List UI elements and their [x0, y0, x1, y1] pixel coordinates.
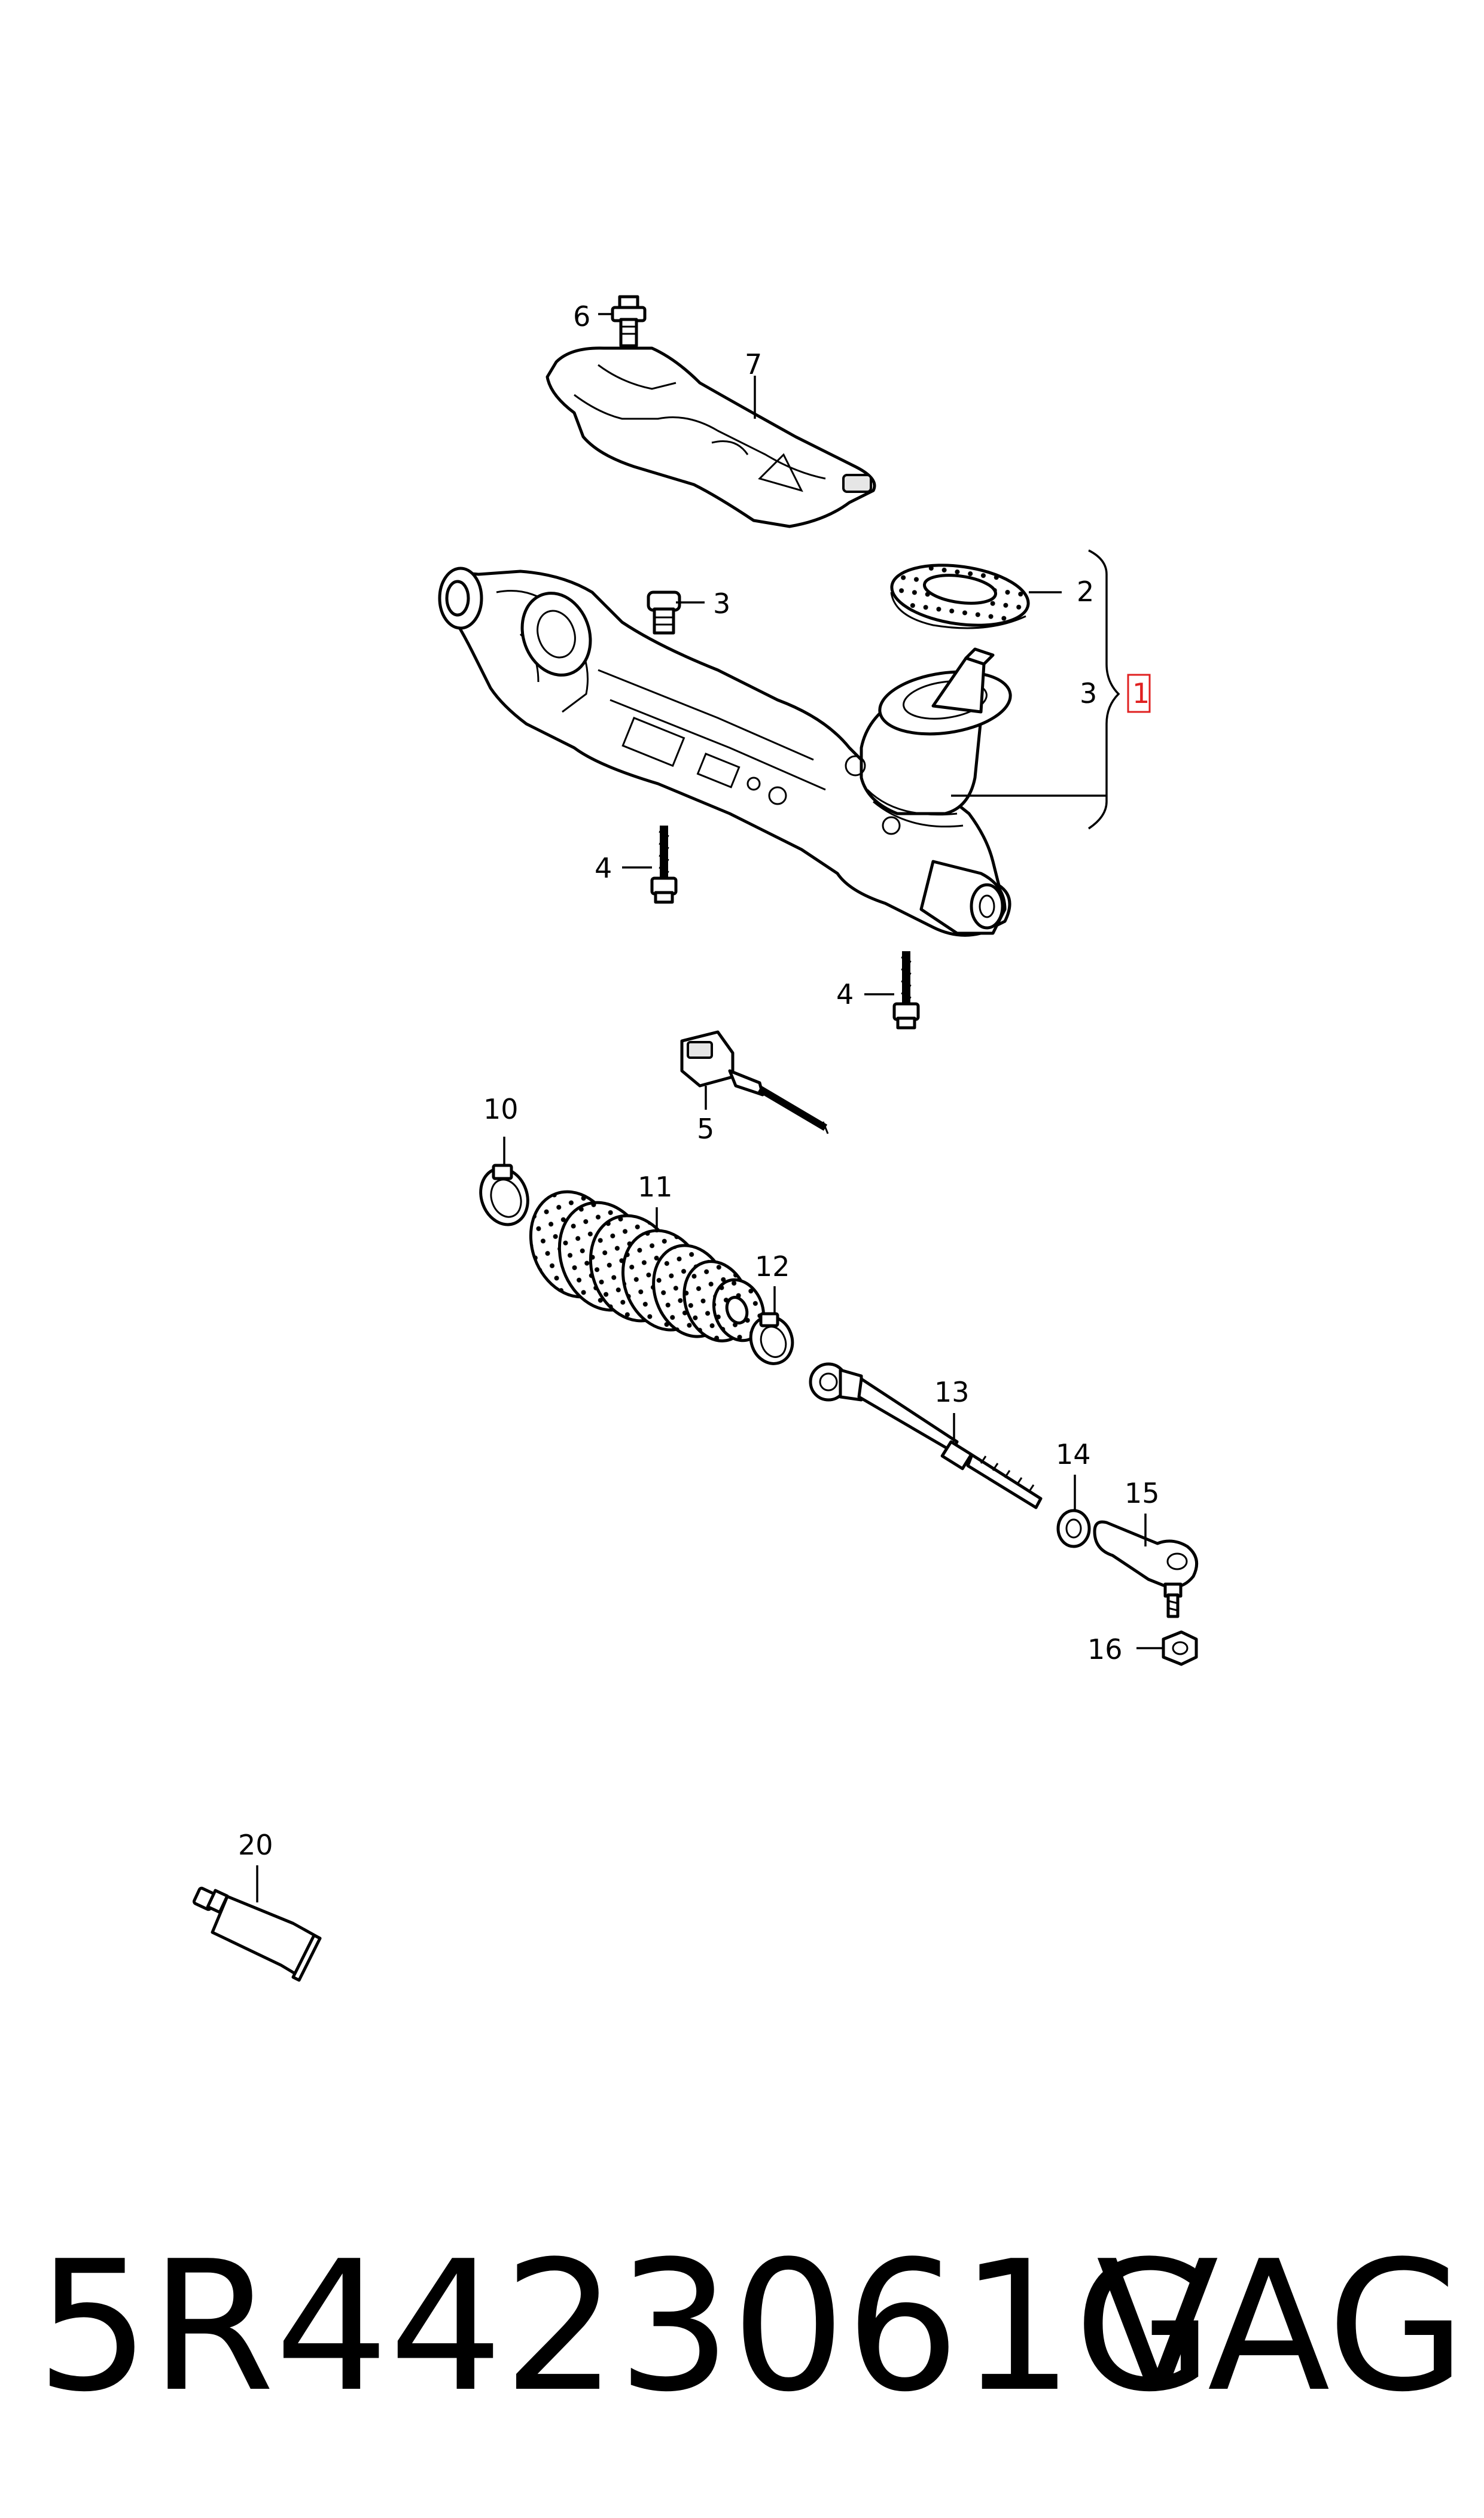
- callout-3-bracket: 3: [1080, 677, 1097, 710]
- callout-10: 10: [483, 1093, 519, 1125]
- callout-4-lower: 4: [836, 978, 854, 1010]
- part-number: 5R4423061G: [36, 2222, 1213, 2431]
- nut-part-14: [1056, 1509, 1091, 1548]
- callout-3-top: 3: [713, 587, 730, 620]
- clamp-part-12: [749, 1312, 794, 1365]
- nut-part-16: [1162, 1630, 1198, 1666]
- tie-rod-part-13: [809, 1362, 1043, 1509]
- callout-15: 15: [1125, 1477, 1160, 1509]
- gasket-part-2: [890, 564, 1030, 629]
- leader-lines: [256, 313, 1163, 1902]
- callout-2: 2: [1077, 576, 1094, 608]
- steering-rack-part-1: [438, 567, 1012, 937]
- heat-shield-part-7: [546, 346, 876, 528]
- callout-14: 14: [1056, 1438, 1091, 1470]
- bolt-part-6: [611, 295, 647, 348]
- grease-tube-part-20: [192, 1886, 322, 1982]
- screw-part-3: [647, 590, 681, 635]
- callout-11: 11: [638, 1171, 673, 1203]
- sensor-part-5: [680, 1030, 829, 1134]
- long-bolt-part-4-lower: [892, 951, 920, 1030]
- callout-4-upper: 4: [595, 852, 612, 884]
- clamp-part-10: [479, 1164, 529, 1226]
- callout-13: 13: [934, 1376, 970, 1408]
- bellows-part-11: [529, 1190, 766, 1342]
- tie-rod-end-part-15: [1093, 1520, 1199, 1618]
- highlight-box-part-1: [1127, 674, 1151, 713]
- callout-16: 16: [1087, 1633, 1123, 1666]
- footer: 5R4423061G VAG: [0, 2213, 1484, 2441]
- callout-7: 7: [745, 348, 762, 380]
- callout-20: 20: [238, 1829, 273, 1861]
- callout-12: 12: [755, 1250, 790, 1283]
- long-bolt-part-4-upper: [650, 826, 678, 904]
- callout-1: 1: [1132, 677, 1150, 710]
- callout-6: 6: [573, 300, 590, 333]
- callout-5: 5: [697, 1113, 714, 1145]
- brand-name: VAG: [1096, 2222, 1466, 2431]
